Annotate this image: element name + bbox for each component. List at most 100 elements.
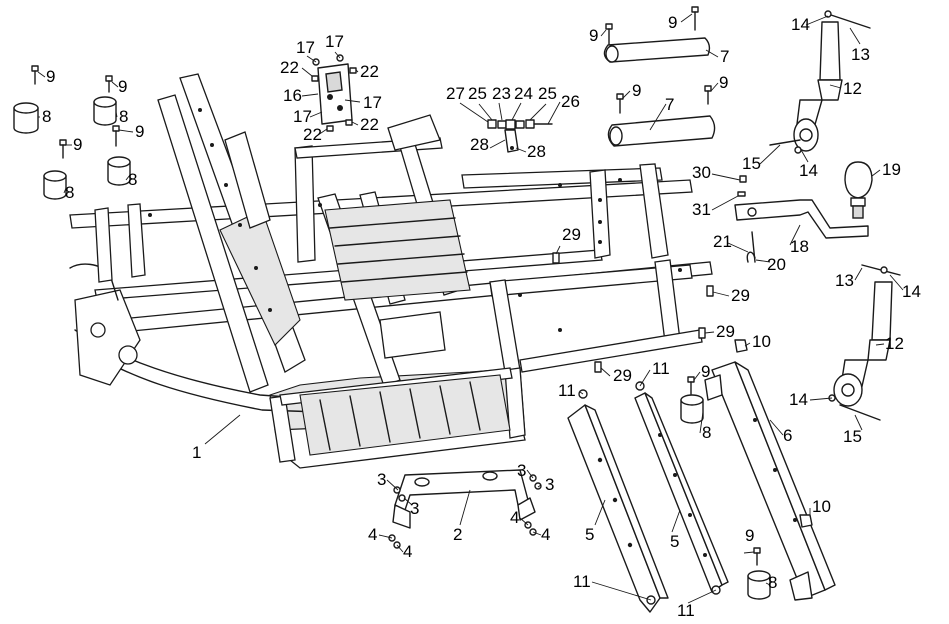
leader-line bbox=[769, 419, 784, 436]
leader-line bbox=[579, 391, 584, 395]
callout-23: 23 bbox=[492, 84, 511, 103]
leader-line bbox=[704, 331, 715, 334]
frame-right-box-upright-1 bbox=[589, 169, 611, 259]
callout-17a: 17 bbox=[296, 38, 315, 57]
leader-line bbox=[351, 121, 359, 126]
callout-8e: 8 bbox=[702, 423, 711, 442]
leader-line bbox=[699, 411, 704, 434]
bolt-9g bbox=[616, 93, 624, 114]
callout-14c: 14 bbox=[902, 282, 921, 301]
leader-line bbox=[301, 93, 319, 97]
leader-line bbox=[854, 414, 863, 431]
callout-9j: 9 bbox=[745, 526, 754, 545]
long-rail-right bbox=[634, 392, 729, 593]
shock-absorber-lower bbox=[828, 264, 901, 421]
callout-15a: 15 bbox=[742, 154, 761, 173]
frame-right-box-top bbox=[461, 167, 663, 189]
callout-5b: 5 bbox=[670, 532, 679, 551]
callout-9c: 9 bbox=[73, 135, 82, 154]
callout-9i: 9 bbox=[701, 362, 710, 381]
leader-line bbox=[396, 544, 404, 553]
bolt-9j bbox=[753, 547, 761, 566]
callout-11d: 11 bbox=[677, 601, 695, 620]
callout-11b: 11 bbox=[652, 359, 670, 378]
callout-9g: 9 bbox=[632, 81, 641, 100]
hitch-assembly bbox=[734, 161, 873, 263]
callout-11a: 11 bbox=[558, 381, 576, 400]
callout-3a: 3 bbox=[377, 470, 386, 489]
leader-line bbox=[306, 55, 317, 63]
callout-22c: 22 bbox=[303, 125, 322, 144]
bolt-9a bbox=[31, 65, 39, 85]
leader-line bbox=[118, 129, 134, 133]
callout-12b: 12 bbox=[885, 334, 904, 353]
frame-rear-pivot bbox=[118, 345, 138, 365]
callout-15b: 15 bbox=[843, 427, 862, 446]
callout-26: 26 bbox=[561, 92, 580, 111]
callout-14a: 14 bbox=[791, 15, 810, 34]
leader-line bbox=[705, 49, 719, 58]
leader-line bbox=[529, 103, 547, 121]
callout-8d: 8 bbox=[128, 170, 137, 189]
leader-line bbox=[111, 81, 119, 88]
flat-bar-lower bbox=[607, 115, 716, 147]
leader-line bbox=[378, 534, 393, 539]
leader-line bbox=[755, 259, 771, 263]
callout-9b: 9 bbox=[118, 77, 127, 96]
bushing-3 bbox=[43, 170, 67, 200]
callout-22b: 22 bbox=[360, 62, 379, 81]
callout-9d: 9 bbox=[135, 122, 144, 141]
leader-line bbox=[671, 509, 681, 533]
callout-19: 19 bbox=[882, 160, 901, 179]
callout-17d: 17 bbox=[293, 107, 312, 126]
callout-24: 24 bbox=[514, 84, 533, 103]
frame-left-upright-post-2 bbox=[127, 203, 146, 278]
frame-seat-bracket bbox=[387, 114, 441, 151]
leader-line bbox=[526, 469, 534, 479]
callout-29a: 29 bbox=[562, 225, 581, 244]
callout-31: 31 bbox=[692, 200, 711, 219]
leader-line bbox=[489, 139, 506, 149]
leader-line bbox=[511, 102, 522, 121]
callout-4a: 4 bbox=[368, 525, 377, 544]
link-assembly bbox=[487, 119, 553, 153]
callout-3b: 3 bbox=[410, 499, 419, 518]
leader-line bbox=[849, 27, 861, 45]
leader-line bbox=[649, 103, 667, 131]
leader-line bbox=[63, 187, 67, 194]
bushing-group bbox=[13, 96, 771, 600]
frame-seat-rear-upright-left bbox=[294, 145, 316, 263]
long-rail-left bbox=[567, 404, 669, 613]
callout-8c: 8 bbox=[65, 183, 74, 202]
callout-29d: 29 bbox=[613, 366, 632, 385]
frame-left-upright-plate bbox=[224, 131, 271, 229]
callout-9h: 9 bbox=[719, 73, 728, 92]
callout-4b: 4 bbox=[403, 542, 412, 561]
callout-14d: 14 bbox=[789, 390, 808, 409]
leader-line bbox=[765, 582, 771, 586]
callout-12a: 12 bbox=[843, 79, 862, 98]
bushing-1 bbox=[13, 102, 39, 134]
callout-10a: 10 bbox=[752, 332, 771, 351]
bushing-5 bbox=[680, 394, 704, 424]
mount-bracket bbox=[311, 54, 357, 132]
callout-30: 30 bbox=[692, 163, 711, 182]
bolt-9i bbox=[687, 376, 695, 395]
callout-2: 2 bbox=[453, 525, 462, 544]
frame-engine-mount bbox=[379, 311, 446, 359]
leader-line bbox=[519, 517, 529, 526]
frame-floor-slats bbox=[324, 199, 471, 301]
callout-4c: 4 bbox=[510, 508, 519, 527]
callout-25a: 25 bbox=[468, 84, 487, 103]
leader-line bbox=[710, 82, 719, 92]
rail-6 bbox=[704, 361, 836, 601]
shock-absorber-upper bbox=[769, 10, 871, 154]
callout-21: 21 bbox=[713, 232, 732, 251]
callout-29c: 29 bbox=[716, 322, 735, 341]
leader-line bbox=[537, 484, 542, 488]
leader-line bbox=[805, 15, 829, 26]
callout-25b: 25 bbox=[538, 84, 557, 103]
leader-line bbox=[532, 531, 542, 536]
leader-line bbox=[403, 497, 413, 506]
bolt-10b bbox=[799, 514, 813, 528]
